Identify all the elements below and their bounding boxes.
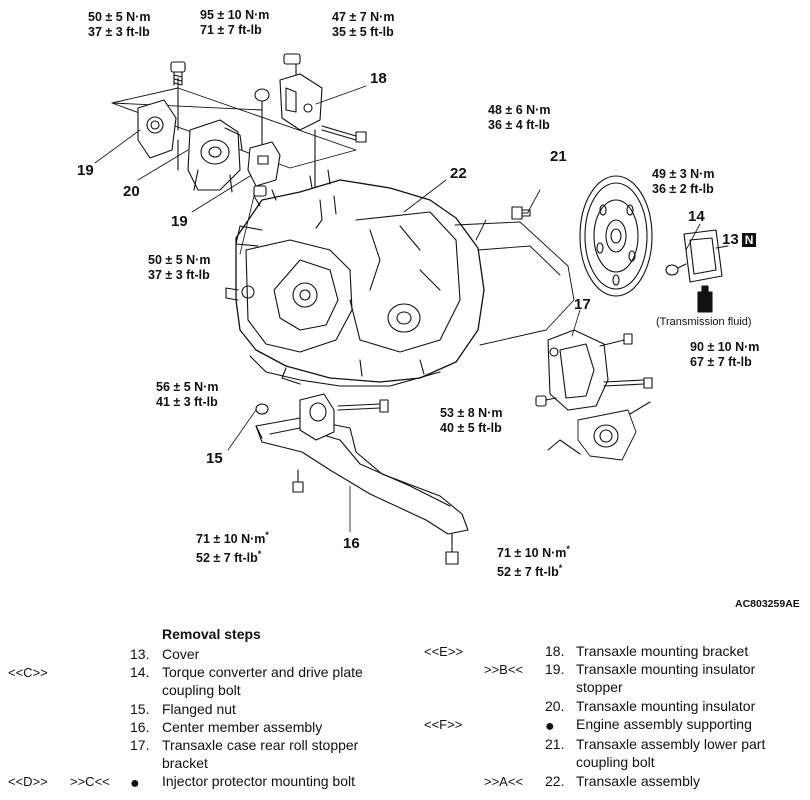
step-text-cont: coupling bolt bbox=[576, 754, 655, 770]
step-number: 17. bbox=[130, 737, 150, 753]
step-number: 15. bbox=[130, 701, 150, 717]
exploded-view-diagram bbox=[94, 53, 729, 565]
step-number: 20. bbox=[545, 698, 565, 714]
step-text-cont: coupling bolt bbox=[162, 682, 241, 698]
bullet-icon: ● bbox=[545, 718, 555, 735]
roll-stopper-bracket-17 bbox=[547, 329, 609, 411]
step-text: Transaxle mounting insulator bbox=[576, 661, 756, 677]
callout-21: 21 bbox=[550, 148, 567, 165]
step-text: Injector protector mounting bolt bbox=[162, 773, 355, 789]
bullet-icon: ● bbox=[130, 775, 140, 792]
insulator-stopper-19-left bbox=[137, 99, 177, 159]
step-text-cont: bracket bbox=[162, 755, 208, 771]
removal-code: >>A<< bbox=[484, 774, 524, 789]
callout-20: 20 bbox=[123, 183, 140, 200]
cover-13 bbox=[683, 229, 729, 283]
bolt-icon-center-member bbox=[337, 399, 389, 413]
bolt-icon-53 bbox=[535, 395, 557, 407]
step-text: Transaxle mounting bracket bbox=[576, 643, 749, 659]
step-number: 13. bbox=[130, 646, 150, 662]
bolt-icon-21 bbox=[511, 189, 541, 220]
install-code: <<C>> bbox=[8, 665, 48, 680]
step-text: Transaxle mounting insulator bbox=[576, 698, 756, 714]
transaxle-mounting-insulator-20 bbox=[187, 119, 243, 193]
step-text: Transaxle assembly lower part bbox=[576, 736, 766, 752]
step-number: 18. bbox=[545, 643, 565, 659]
removal-code: >>C<< bbox=[70, 774, 110, 789]
engine-block-outline bbox=[454, 219, 575, 346]
bolt-icon-18 bbox=[321, 125, 367, 143]
center-member-assembly-16 bbox=[255, 417, 469, 535]
insulator-stopper-19-lower bbox=[247, 141, 281, 187]
callout-14: 14 bbox=[688, 208, 705, 225]
roll-stopper-insulator bbox=[547, 401, 651, 461]
callout-15: 15 bbox=[206, 450, 223, 467]
bolt-icon-member-lower bbox=[292, 469, 304, 493]
callout-22: 22 bbox=[450, 165, 467, 182]
callout-17: 17 bbox=[574, 296, 591, 313]
step-number: 16. bbox=[130, 719, 150, 735]
step-number: 14. bbox=[130, 664, 150, 680]
transaxle-assembly-22 bbox=[225, 169, 485, 387]
callout-16: 16 bbox=[343, 535, 360, 552]
torque-label-t11: 71 ± 10 N·m* 52 ± 7 ft-lb* bbox=[497, 544, 570, 580]
bolt-icon-17-upper bbox=[599, 333, 633, 347]
removal-steps-title: Removal steps bbox=[162, 626, 261, 642]
step-text-cont: stopper bbox=[576, 679, 623, 695]
step-text: Transaxle assembly bbox=[576, 773, 700, 789]
step-text: Torque converter and drive plate bbox=[162, 664, 363, 680]
callout-18: 18 bbox=[370, 70, 387, 87]
install-code: <<E>> bbox=[424, 644, 464, 659]
step-text: Engine assembly supporting bbox=[576, 716, 752, 732]
transmission-fluid-note: (Transmission fluid) bbox=[656, 316, 752, 328]
removal-code: >>B<< bbox=[484, 662, 524, 677]
transaxle-mounting-bracket-18 bbox=[279, 73, 323, 131]
bolt-icon-mid-left bbox=[253, 185, 267, 197]
step-text: Cover bbox=[162, 646, 200, 662]
install-code: <<F>> bbox=[424, 717, 463, 732]
step-number: 22. bbox=[545, 773, 565, 789]
transmission-fluid-bottle-icon bbox=[697, 285, 713, 313]
step-text: Flanged nut bbox=[162, 701, 236, 717]
bolt-icon-top-left bbox=[170, 61, 186, 86]
install-code: <<D>> bbox=[8, 774, 48, 789]
step-number: 19. bbox=[545, 661, 565, 677]
bolt-icon-top-right bbox=[283, 53, 301, 65]
step-number: 21. bbox=[545, 736, 565, 752]
figure-id: AC803259AE bbox=[735, 598, 800, 610]
callout-19-left: 19 bbox=[77, 162, 94, 179]
center-member-insulator bbox=[299, 393, 335, 441]
bolt-icon-member-rear bbox=[445, 533, 459, 565]
bolt-icon-17-lower bbox=[603, 377, 653, 389]
step-text: Transaxle case rear roll stopper bbox=[162, 737, 359, 753]
callout-19-lower: 19 bbox=[171, 213, 188, 230]
drive-plate bbox=[579, 175, 653, 297]
step-text: Center member assembly bbox=[162, 719, 323, 735]
new-part-badge: N bbox=[741, 233, 757, 247]
torque-label-t10: 71 ± 10 N·m* 52 ± 7 ft-lb* bbox=[196, 530, 269, 566]
